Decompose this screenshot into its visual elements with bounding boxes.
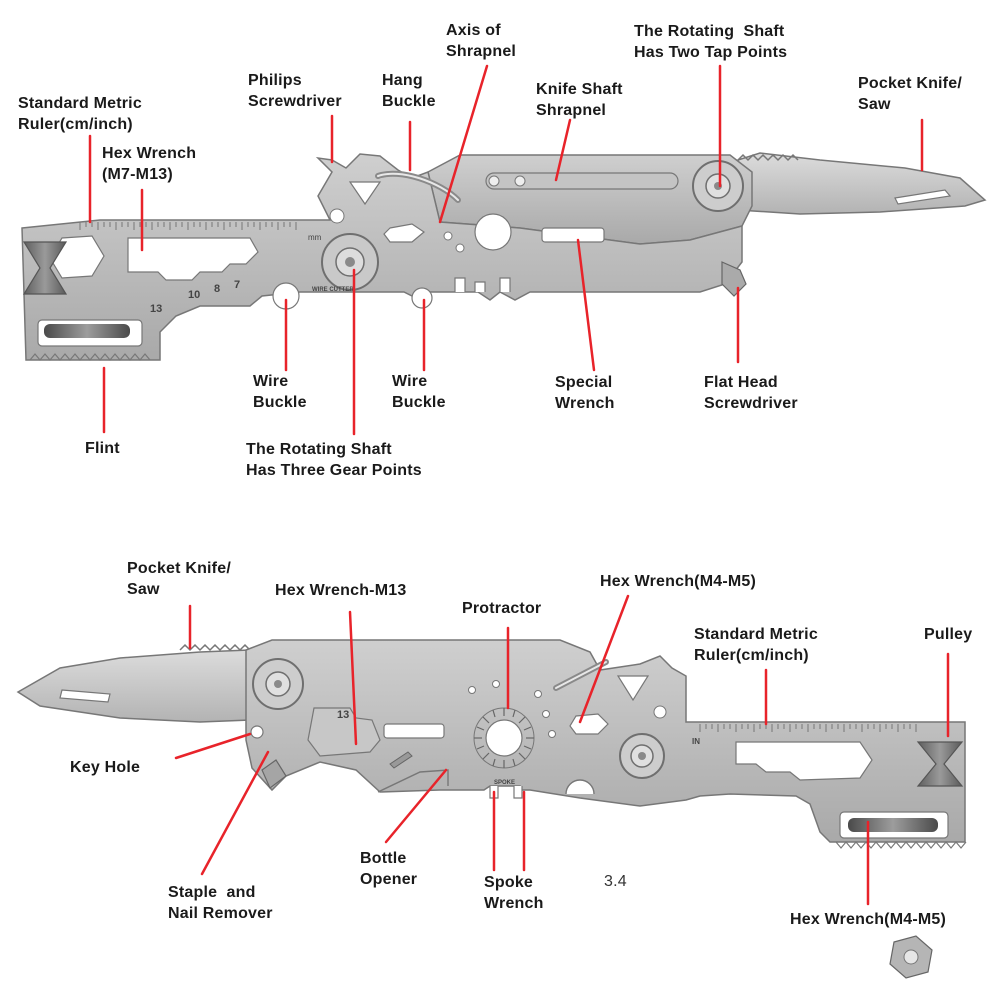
top-saw-teeth <box>29 353 151 361</box>
top-rotating-shaft-three-pin <box>345 257 355 267</box>
top-engraving-size-7: 7 <box>234 279 240 291</box>
bottom-label-pocket-knife: Pocket Knife/ Saw <box>127 560 231 598</box>
bottom-hex-cutout-stepped <box>735 741 873 781</box>
top-small-hole-1 <box>329 208 345 224</box>
leader-bottom-key-hole <box>174 732 252 760</box>
top-label-philips: Philips Screwdriver <box>248 72 342 110</box>
bottom-small-hole-5 <box>492 680 500 688</box>
top-small-hole-3 <box>455 243 465 253</box>
top-special-wrench-slot <box>541 227 605 243</box>
top-label-wire-buckle-2: Wire Buckle <box>392 373 446 411</box>
top-big-hole <box>474 213 512 251</box>
top-ruler-ticks <box>79 222 297 230</box>
leader-bottom-staple-nail <box>200 750 270 876</box>
bottom-small-hole-6 <box>653 705 667 719</box>
top-label-hang-buckle: Hang Buckle <box>382 72 436 110</box>
bottom-label-hex-m13: Hex Wrench-M13 <box>275 582 407 599</box>
top-engraving-wire-cutter: WIRE CUTTER <box>312 287 354 293</box>
top-knife-serration <box>737 153 799 162</box>
top-small-hole-2 <box>443 231 453 241</box>
leader-bottom-hex-m13 <box>348 610 358 746</box>
bottom-protractor-center <box>485 719 523 757</box>
bottom-flint-core <box>848 818 938 832</box>
top-engraving-unit: mm <box>308 233 322 242</box>
top-label-wire-buckle-1: Wire Buckle <box>253 373 307 411</box>
bottom-label-hex-m4m5-bottom: Hex Wrench(M4-M5) <box>790 911 947 928</box>
bottom-main-body <box>245 639 966 843</box>
bottom-pulley <box>916 741 964 787</box>
top-label-flat-head: Flat Head Screwdriver <box>704 374 798 412</box>
bottom-rect-slot <box>383 723 445 739</box>
bottom-leader-lines <box>174 594 950 906</box>
top-knife-slot <box>894 189 952 205</box>
top-label-hex-wrench: Hex Wrench (M7-M13) <box>102 145 197 183</box>
top-slot-pin-1 <box>488 175 500 187</box>
leader-top-axis-shrapnel <box>438 64 489 224</box>
top-label-rotating-three: The Rotating Shaft Has Three Gear Points <box>246 441 422 479</box>
bottom-label-ruler: Standard Metric Ruler(cm/inch) <box>694 626 818 664</box>
bottom-engraving-unit: IN <box>692 737 700 746</box>
bottom-bottle-opener <box>377 769 449 793</box>
bottom-round-notch <box>565 779 595 795</box>
top-label-rotating-two: The Rotating Shaft Has Two Tap Points <box>634 23 788 61</box>
bottom-label-staple-nail: Staple and Nail Remover <box>168 884 273 922</box>
top-tool-body <box>21 152 987 361</box>
bottom-label-hex-m4m5-top: Hex Wrench(M4-M5) <box>600 573 757 590</box>
bottom-small-hole-2 <box>534 690 542 698</box>
top-shrapnel-slot <box>485 172 679 190</box>
top-label-ruler: Standard Metric Ruler(cm/inch) <box>18 95 142 133</box>
top-label-knife-shaft-shrapnel: Knife Shaft Shrapnel <box>536 81 623 119</box>
top-label-flint: Flint <box>85 440 120 457</box>
bottom-engraving-spoke: SPOKE <box>494 780 515 786</box>
top-label-special-wrench: Special Wrench <box>555 374 615 412</box>
bottom-stray-text: 3.4 <box>604 873 627 890</box>
bottom-triangle-cutout <box>616 675 650 702</box>
bottom-knife-slot <box>59 689 111 703</box>
bottom-tool-body <box>16 639 967 979</box>
bottom-label-pulley: Pulley <box>924 626 973 643</box>
bottom-label-bottle-opener: Bottle Opener <box>360 850 418 888</box>
top-engraving-size-8: 8 <box>214 283 220 295</box>
leader-bottom-hex-m4m5-top <box>578 594 630 724</box>
top-wrench-notches <box>454 277 511 292</box>
bottom-knife-serration <box>179 643 251 652</box>
bottom-label-protractor: Protractor <box>462 600 542 617</box>
top-pulley <box>22 241 68 295</box>
leader-top-special-wrench <box>576 238 596 372</box>
bottom-hex-socket <box>569 713 609 735</box>
bottom-protractor-ticks <box>474 708 534 768</box>
top-engraving-size-13: 13 <box>150 303 162 315</box>
top-engraving-size-10: 10 <box>188 289 200 301</box>
bottom-small-hole-1 <box>468 686 476 694</box>
top-hex-cutout-stepped <box>127 237 259 281</box>
top-flat-head-tip <box>721 261 747 297</box>
top-leader-lines <box>88 64 924 436</box>
leader-top-knife-shaft <box>554 118 572 182</box>
bottom-label-key-hole: Key Hole <box>70 759 141 776</box>
bottom-bottle-icon <box>389 751 413 769</box>
top-triangle-cutout <box>348 181 382 206</box>
bottom-small-hole-4 <box>548 730 556 738</box>
bottom-saw-teeth <box>835 841 967 849</box>
bottom-ruler-ticks <box>699 724 917 732</box>
bottom-staple-tip <box>261 759 287 789</box>
bottom-label-spoke-wrench: Spoke Wrench <box>484 874 544 912</box>
top-label-axis-shrapnel: Axis of Shrapnel <box>446 22 517 60</box>
top-slot-pin-2 <box>514 175 526 187</box>
top-flint-core <box>44 324 130 338</box>
top-wire-buckle-notch-2 <box>411 287 433 309</box>
bottom-knife-blade <box>16 649 251 723</box>
leader-bottom-bottle-opener <box>384 768 448 844</box>
top-label-pocket-knife: Pocket Knife/ Saw <box>858 75 962 113</box>
bottom-key-hole <box>250 725 264 739</box>
bottom-hex-m13-cutout <box>307 707 381 757</box>
bottom-small-hole-3 <box>542 710 550 718</box>
top-hex-socket <box>383 223 426 243</box>
bottom-engraving-size-13: 13 <box>337 709 349 721</box>
top-knife-blade <box>737 152 987 215</box>
